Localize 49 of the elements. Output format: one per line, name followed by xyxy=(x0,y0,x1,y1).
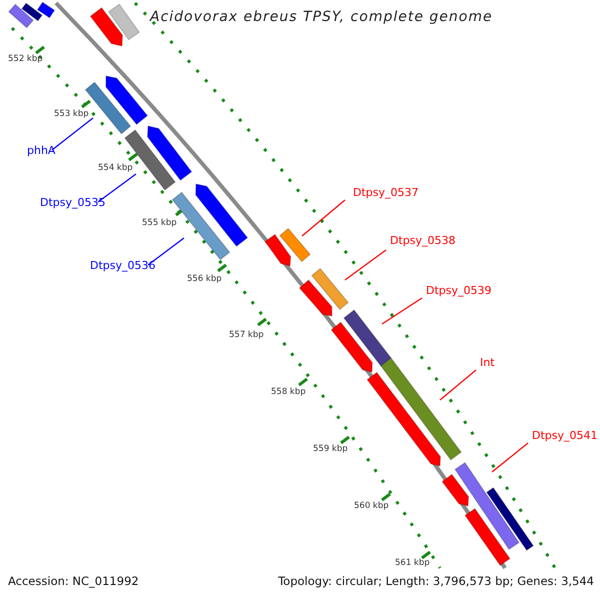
gene-feature xyxy=(36,2,56,18)
gene-feature xyxy=(21,2,43,22)
scale-label: 552 kbp xyxy=(8,55,43,65)
scale-label: 557 kbp xyxy=(229,331,264,341)
leader-line xyxy=(382,298,422,324)
gene-feature xyxy=(330,322,373,373)
gene-label: Dtpsy_0539 xyxy=(426,285,492,298)
gene-label: phhA xyxy=(27,145,56,158)
gene-label: Dtpsy_0535 xyxy=(40,197,106,210)
gene-label: Dtpsy_0537 xyxy=(353,187,419,200)
gene-feature xyxy=(442,474,469,507)
gene-feature xyxy=(298,279,333,317)
scale-label: 561 kbp xyxy=(395,559,430,569)
gene-feature xyxy=(8,4,34,28)
gene-feature xyxy=(343,309,392,367)
leader-line xyxy=(148,238,184,266)
gene-feature xyxy=(464,508,511,566)
scale-label: 553 kbp xyxy=(54,110,89,120)
gene-feature xyxy=(454,462,520,550)
gene-feature xyxy=(105,75,148,126)
gene-feature xyxy=(108,4,140,40)
gene-label: Dtpsy_0541 xyxy=(532,430,598,443)
gene-feature xyxy=(195,183,248,247)
leader-line xyxy=(52,118,94,150)
leader-line xyxy=(440,370,476,400)
leader-line xyxy=(492,442,528,472)
gene-label: Dtpsy_0538 xyxy=(390,235,456,248)
gene-label: Int xyxy=(480,357,495,370)
gene-feature xyxy=(380,357,462,461)
gene-feature xyxy=(147,125,192,181)
footer-text: Topology: circular; Length: 3,796,573 bp; Genes: 3,544 xyxy=(278,575,594,588)
leader-line xyxy=(98,174,136,202)
gene-feature xyxy=(311,268,349,310)
leader-line xyxy=(302,200,346,236)
leader-line xyxy=(344,250,386,280)
scale-label: 556 kbp xyxy=(187,275,222,285)
title: Acidovorax ebreus TPSY, complete genome xyxy=(150,9,493,26)
gene-feature xyxy=(366,372,441,467)
scale-label: 555 kbp xyxy=(142,219,177,229)
gene-label: Dtpsy_0536 xyxy=(90,260,156,273)
scale-label: 554 kbp xyxy=(98,164,133,174)
gene-feature xyxy=(486,487,534,551)
gene-feature xyxy=(90,7,123,47)
gene-feature xyxy=(279,228,311,262)
scale-label: 559 kbp xyxy=(313,445,348,455)
gene-feature xyxy=(264,234,292,267)
footer-text: Accession: NC_011992 xyxy=(8,575,139,588)
scale-label: 558 kbp xyxy=(271,388,306,398)
scale-label: 560 kbp xyxy=(354,502,389,512)
